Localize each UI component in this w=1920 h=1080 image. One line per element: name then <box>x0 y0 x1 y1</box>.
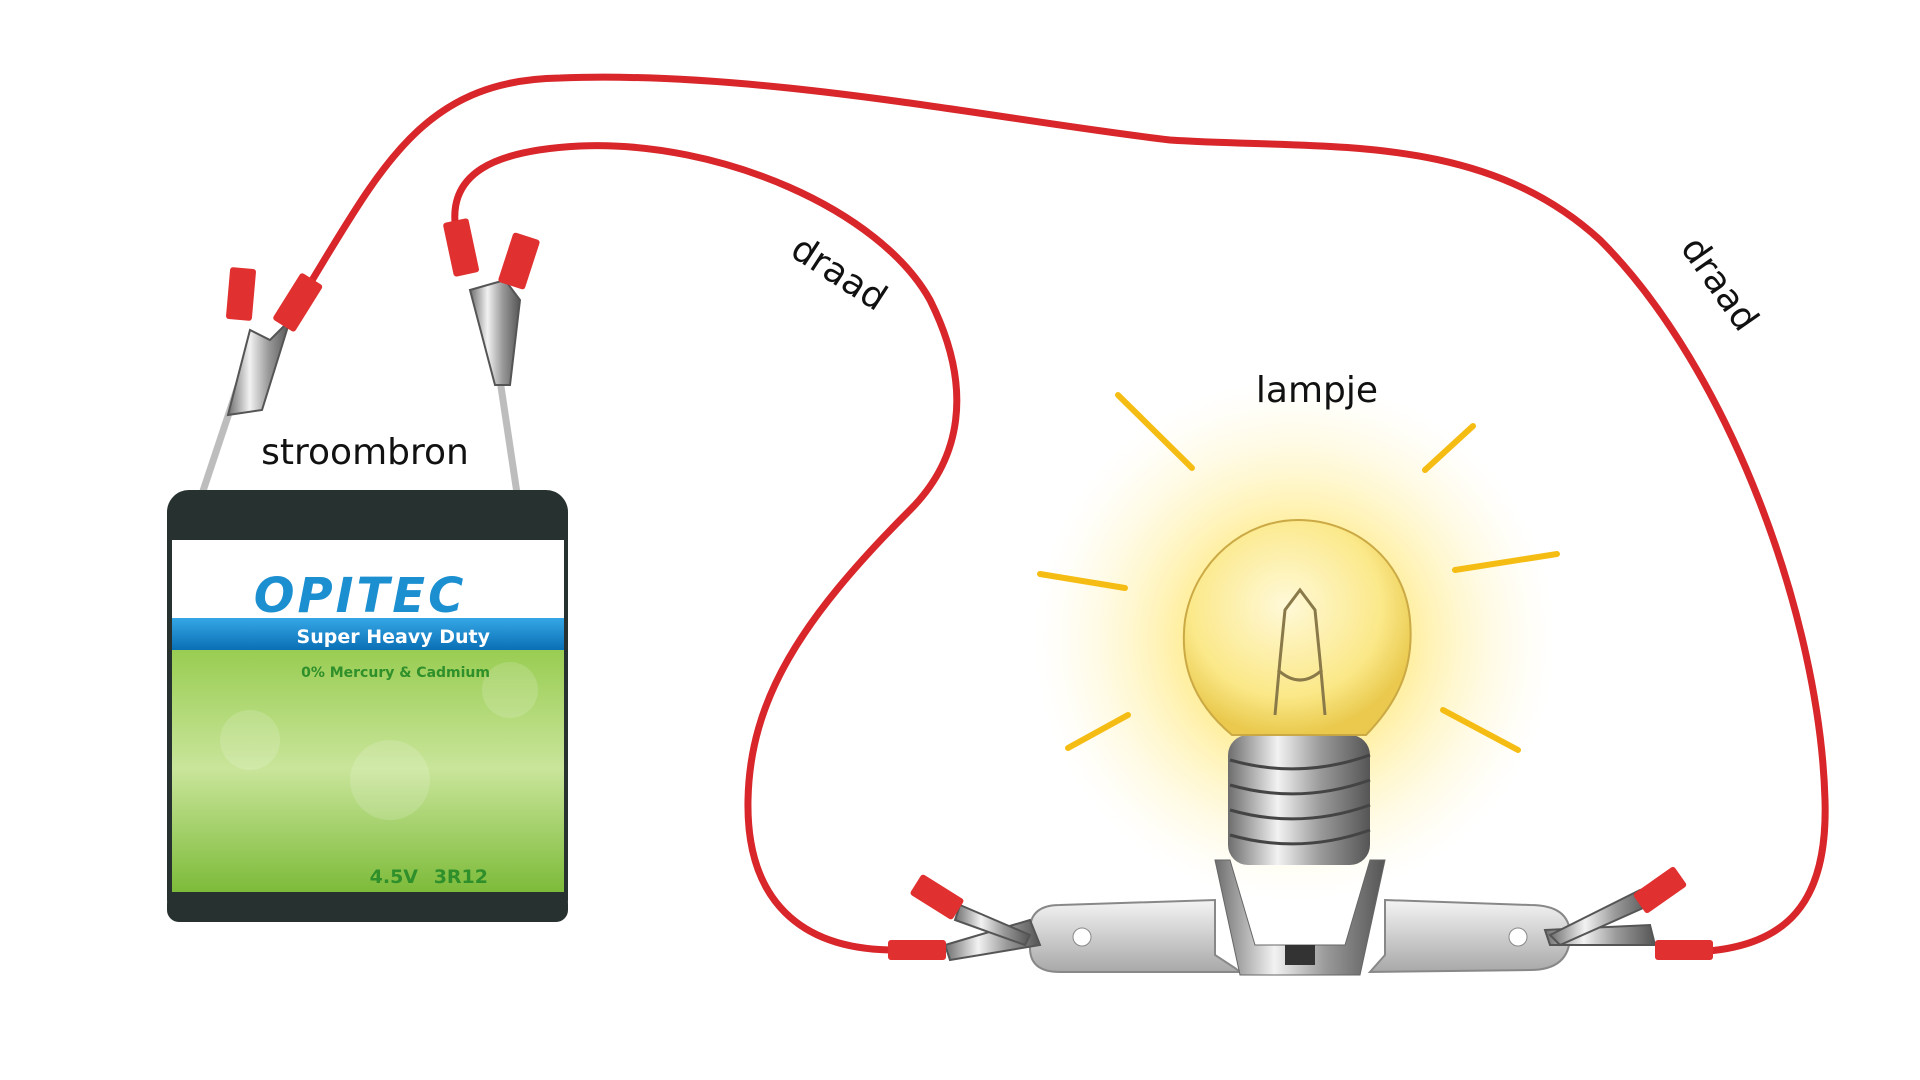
label-battery: stroombron <box>261 432 469 473</box>
light-bulb <box>1182 518 1412 865</box>
light-rays <box>1037 392 1560 753</box>
battery-note: 0% Mercury & Cadmium <box>301 665 490 681</box>
label-wire-right: draad <box>1672 230 1766 339</box>
alligator-clip-lamp-left <box>888 874 1042 962</box>
wire-outer <box>296 73 1829 956</box>
battery-voltage: 4.5V <box>370 866 419 888</box>
alligator-clip-battery-right <box>443 218 540 386</box>
battery-brand: OPITEC <box>254 568 467 624</box>
battery-terminal-right <box>496 379 522 501</box>
bulb-screw-base <box>1228 735 1371 865</box>
filament <box>1273 587 1327 716</box>
alligator-clip-battery-left <box>226 267 323 417</box>
battery-type: Super Heavy Duty <box>297 626 491 648</box>
label-bulb: lampje <box>1256 370 1378 411</box>
battery: OPITEC Super Heavy Duty 0% Mercury & Cad… <box>167 490 568 922</box>
lamp-holder <box>1029 859 1572 976</box>
alligator-clip-lamp-right <box>1543 867 1713 960</box>
wire-inner <box>451 142 961 954</box>
battery-model: 3R12 <box>434 866 488 888</box>
